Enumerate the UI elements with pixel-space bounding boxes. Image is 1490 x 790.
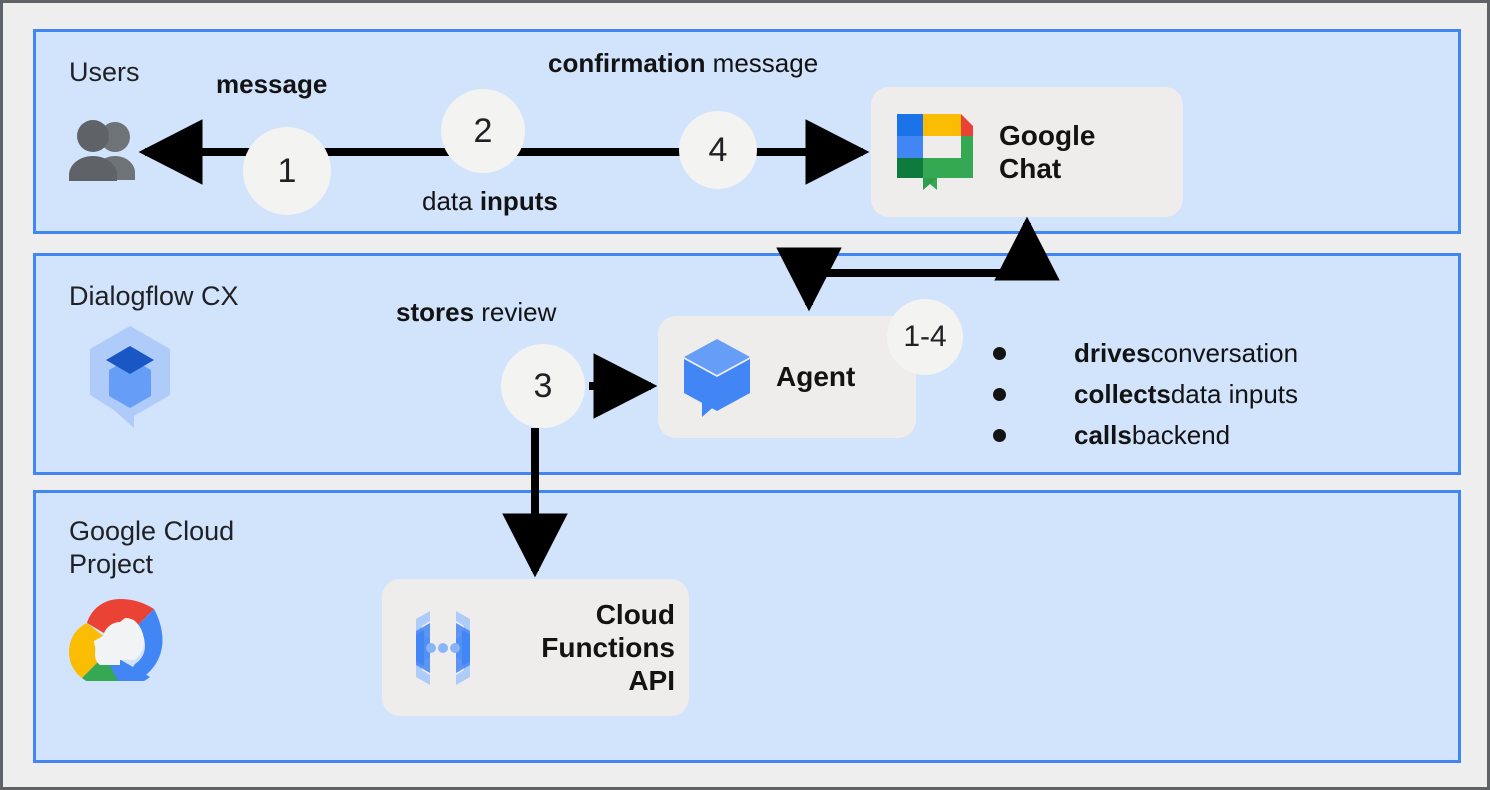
bullet-dot-icon — [993, 429, 1006, 442]
panel-title-users: Users — [69, 57, 140, 87]
flow-label-confirmation-bold: confirmation — [548, 48, 706, 78]
flow-label-data-lead: data — [422, 186, 480, 216]
flow-label-confirmation-rest: message — [705, 48, 819, 78]
card-label-google-chat: Google Chat — [999, 119, 1096, 184]
bullet-bold-1: collects — [1074, 379, 1171, 409]
flow-label-inputs-bold: inputs — [479, 186, 558, 216]
users-icon — [68, 120, 146, 182]
bullet-dot-icon — [993, 347, 1006, 360]
agent-capability-list: drives conversation collects data inputs… — [993, 333, 1413, 456]
cloud-functions-icon — [400, 605, 486, 691]
google-cloud-icon — [68, 597, 172, 681]
step-circle-1-4: 1-4 — [887, 299, 963, 375]
step-circle-3: 3 — [501, 344, 585, 428]
panel-title-google-cloud-project: Google Cloud Project — [69, 516, 235, 579]
card-agent[interactable]: Agent — [658, 316, 916, 438]
step-circle-1: 1 — [243, 127, 331, 215]
card-google-chat[interactable]: Google Chat — [871, 87, 1183, 217]
google-chat-icon — [889, 106, 981, 198]
list-item: collects data inputs — [993, 374, 1413, 415]
panel-title-dialogflow-cx: Dialogflow CX — [69, 281, 239, 311]
flow-label-review-rest: review — [474, 297, 557, 327]
flow-label-message-bold: message — [216, 69, 328, 99]
list-item: drives conversation — [993, 333, 1413, 374]
card-label-agent: Agent — [776, 361, 856, 393]
bullet-bold-0: drives — [1074, 338, 1151, 368]
panel-google-cloud-project: Google Cloud Project — [33, 490, 1461, 763]
flow-label-message: message — [216, 69, 327, 100]
card-label-cloud-functions-api: Cloud Functions API — [541, 598, 675, 697]
card-cloud-functions-api[interactable]: Cloud Functions API — [382, 579, 689, 716]
flow-label-confirmation-message: confirmation message — [548, 48, 818, 79]
bullet-rest-1: data inputs — [1170, 379, 1299, 409]
bullet-bold-2: calls — [1074, 420, 1132, 450]
list-item: calls backend — [993, 415, 1413, 456]
dialogflow-agent-icon — [680, 335, 754, 419]
step-circle-2: 2 — [441, 89, 525, 173]
step-circle-4: 4 — [679, 111, 757, 189]
bullet-dot-icon — [993, 388, 1006, 401]
bullet-rest-0: conversation — [1150, 338, 1299, 368]
dialogflow-cx-icon — [84, 324, 176, 430]
flow-label-stores-review: stores review — [396, 297, 556, 328]
flow-label-stores-bold: stores — [396, 297, 475, 327]
flow-label-data-inputs: data inputs — [422, 186, 558, 217]
bullet-rest-2: backend — [1131, 420, 1231, 450]
